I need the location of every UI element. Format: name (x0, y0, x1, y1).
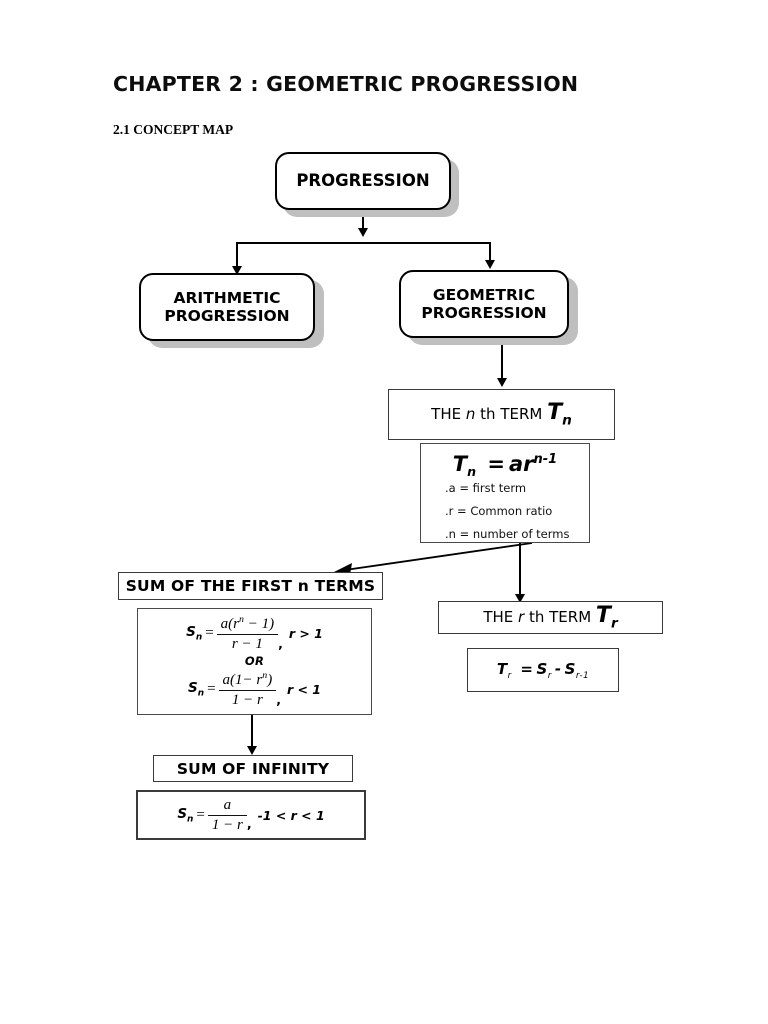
connector-sum-to-infinity (251, 715, 253, 751)
connector-geometric-to-nth (501, 338, 503, 382)
geometric-box-label-line2: PROGRESSION (421, 304, 547, 322)
rth-term-header-box: THE r th TERM Tr (438, 601, 663, 634)
sum-formula-1-numerator: a(rn − 1) (220, 614, 275, 633)
sum-first-n-header-label: SUM OF THE FIRST n TERMS (125, 577, 376, 595)
connector-to-geometric (489, 242, 491, 266)
sum-formula-2-fraction: a(1− rn) 1 − r (218, 670, 277, 709)
section-label: 2.1 CONCEPT MAP (113, 122, 234, 137)
sum-formula-2-comma: , (276, 691, 281, 707)
connector-root-stem (362, 210, 364, 234)
nth-term-definition-1: .a = first term (445, 481, 527, 496)
sum-formula-2-condition: r < 1 (286, 681, 321, 697)
sum-first-n-header-box: SUM OF THE FIRST n TERMS (118, 572, 383, 600)
arithmetic-box-label-line2: PROGRESSION (164, 307, 290, 325)
nth-term-header-text: THE n th TERM Tn (431, 400, 572, 428)
nth-term-header-box: THE n th TERM Tn (388, 389, 615, 440)
sum-formula-1-condition: r > 1 (288, 626, 323, 642)
connector-nth-to-rth-arrow (515, 594, 525, 603)
rth-term-formula-box: Tr =Sr-Sr-1 (467, 648, 619, 692)
nth-term-formula-box: Tn =arn-1 .a = first term .r = Common ra… (420, 443, 590, 543)
rth-term-mid: th TERM (528, 608, 592, 627)
sum-infinity-formula-box: Sn = a 1 − r , -1 < r < 1 (136, 790, 366, 840)
rth-term-prefix: THE (483, 608, 514, 627)
sum-infinity-fraction: a 1 − r (207, 796, 247, 834)
sum-infinity-formula: Sn = a 1 − r , -1 < r < 1 (177, 797, 324, 834)
sum-formula-2-equals: = (207, 680, 216, 697)
geometric-progression-box: GEOMETRIC PROGRESSION (399, 270, 569, 338)
sum-formula-or-label: OR (244, 654, 265, 668)
nth-term-prefix: THE (431, 405, 462, 424)
sum-formula-2-lhs: Sn (188, 679, 205, 699)
sum-infinity-condition: -1 < r < 1 (257, 807, 325, 823)
nth-term-mid: th TERM (480, 405, 543, 424)
nth-term-symbol: Tn (547, 400, 572, 429)
connector-geometric-to-nth-arrow (497, 378, 507, 387)
sum-formula-1: Sn = a(rn − 1) r − 1 , r > 1 (186, 614, 323, 653)
connector-to-arithmetic (236, 242, 238, 272)
rth-term-symbol: Tr (595, 603, 618, 632)
connector-split-bar (236, 242, 490, 244)
sum-formula-2: Sn = a(1− rn) 1 − r , r < 1 (188, 670, 321, 709)
sum-infinity-comma: , (246, 816, 252, 832)
sum-formula-2-numerator: a(1− rn) (222, 670, 273, 688)
nth-term-formula: Tn =arn-1 (452, 452, 558, 480)
nth-term-definition-2: .r = Common ratio (445, 504, 553, 519)
sum-formula-1-denominator: r − 1 (216, 634, 279, 653)
connector-root-stem-arrow (358, 228, 368, 237)
sum-formula-1-lhs: Sn (186, 624, 203, 644)
sum-formula-2-denominator: 1 − r (218, 689, 277, 709)
connector-nth-to-rth (519, 543, 521, 599)
nth-term-variable: n (465, 405, 476, 424)
sum-formula-1-equals: = (205, 625, 214, 642)
connector-to-arithmetic-arrow (232, 266, 242, 275)
nth-term-definition-3: .n = number of terms (445, 527, 570, 542)
sum-infinity-header-box: SUM OF INFINITY (153, 755, 353, 782)
progression-box: PROGRESSION (275, 152, 451, 210)
progression-box-label: PROGRESSION (296, 171, 430, 191)
sum-infinity-lhs: Sn (177, 805, 194, 825)
page-title: CHAPTER 2 : GEOMETRIC PROGRESSION (113, 72, 579, 96)
arithmetic-progression-box: ARITHMETIC PROGRESSION (139, 273, 315, 341)
sum-infinity-header-label: SUM OF INFINITY (176, 759, 330, 778)
sum-formula-1-fraction: a(rn − 1) r − 1 (216, 614, 279, 653)
sum-infinity-denominator: 1 − r (207, 814, 247, 834)
sum-infinity-numerator: a (223, 796, 232, 813)
sum-formula-1-comma: , (278, 636, 283, 651)
geometric-box-label-line1: GEOMETRIC (432, 285, 536, 304)
sum-infinity-equals: = (196, 806, 205, 823)
connector-sum-to-infinity-arrow (247, 746, 257, 755)
sum-first-n-formula-box: Sn = a(rn − 1) r − 1 , r > 1 OR Sn = a(1… (137, 608, 372, 715)
rth-term-variable: r (518, 608, 525, 627)
rth-term-formula: Tr =Sr-Sr-1 (496, 659, 590, 681)
rth-term-header-text: THE r th TERM Tr (483, 603, 617, 631)
connector-to-geometric-arrow (485, 260, 495, 269)
arithmetic-box-label-line1: ARITHMETIC (173, 288, 281, 307)
